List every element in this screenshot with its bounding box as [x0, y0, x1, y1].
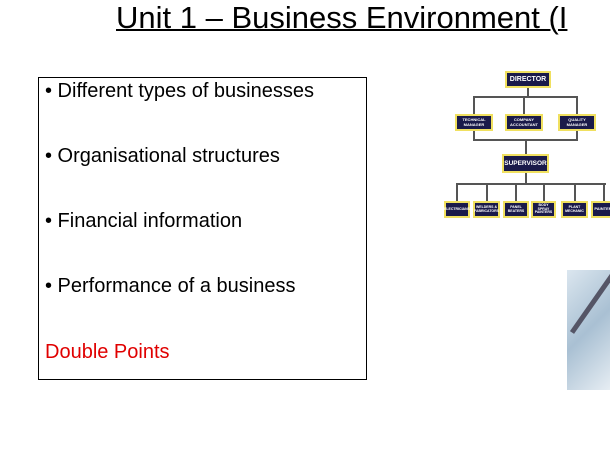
org-box-director: DIRECTOR: [505, 71, 551, 88]
org-box-staff: WELDERS & FABRICATORS: [473, 201, 500, 218]
double-points-label: Double Points: [45, 341, 170, 363]
org-box-manager: COMPANY ACCOUNTANT: [505, 114, 543, 131]
org-box-manager: TECHNICAL MANAGER: [455, 114, 493, 131]
org-box-staff: BODY SPRAY PAINTERS: [531, 201, 556, 218]
org-box-staff: PAINTER: [591, 201, 610, 218]
finance-pen-photo: [567, 270, 610, 390]
org-box-manager: QUALITY MANAGER: [558, 114, 596, 131]
bullet-item: • Performance of a business: [45, 275, 296, 297]
org-box-staff: PLANT MECHANIC: [561, 201, 588, 218]
bullet-item: • Organisational structures: [45, 145, 280, 167]
org-box-staff: PANEL BEATERS: [503, 201, 529, 218]
topics-box: • Different types of businesses • Organi…: [38, 77, 367, 380]
org-box-supervisor: SUPERVISOR: [502, 154, 549, 173]
bullet-item: • Financial information: [45, 210, 243, 232]
org-box-staff: ELECTRICIANS: [444, 201, 470, 218]
slide-title: Unit 1 – Business Environment (I: [116, 0, 568, 35]
bullet-item: • Different types of businesses: [45, 80, 314, 102]
